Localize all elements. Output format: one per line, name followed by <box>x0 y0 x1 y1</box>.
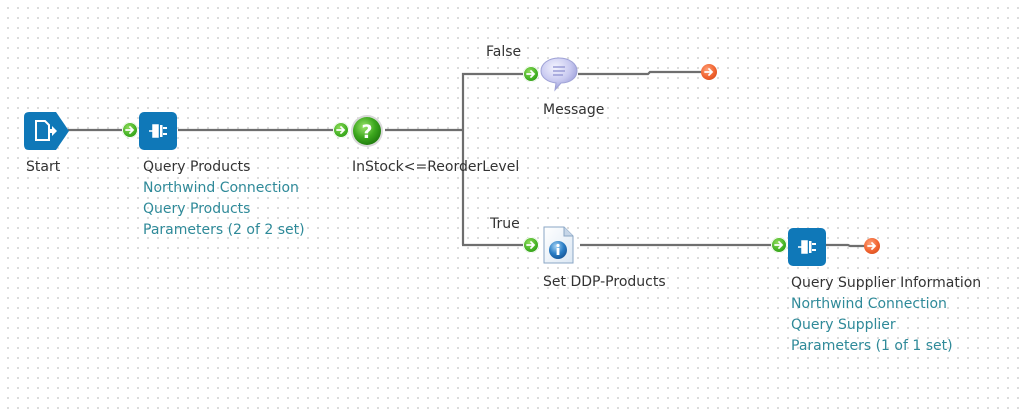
query-supplier-connection[interactable]: Northwind Connection <box>791 296 947 312</box>
query-products-parameters[interactable]: Parameters (2 of 2 set) <box>143 222 305 238</box>
start-node[interactable] <box>24 112 70 150</box>
arrow-right-icon <box>125 126 135 134</box>
svg-text:?: ? <box>361 121 372 143</box>
query-supplier-parameters[interactable]: Parameters (1 of 1 set) <box>791 338 953 354</box>
arrow-right-icon <box>867 242 877 250</box>
arrow-right-icon <box>704 68 714 76</box>
query-supplier-label: Query Supplier Information Northwind Con… <box>791 273 981 357</box>
set-ddp-title: Set DDP-Products <box>543 274 666 290</box>
set-ddp-input-port[interactable] <box>523 237 539 253</box>
start-document-icon <box>24 112 69 150</box>
true-branch-label: True <box>490 216 520 232</box>
query-products-input-port[interactable] <box>122 122 138 138</box>
info-document-icon <box>543 226 574 264</box>
false-branch-label: False <box>486 44 522 60</box>
query-supplier-input-port[interactable] <box>771 237 787 253</box>
start-node-title: Start <box>26 159 61 175</box>
connector-plug-icon <box>149 124 167 138</box>
set-ddp-node[interactable] <box>541 226 575 264</box>
message-end-port[interactable] <box>701 64 717 80</box>
message-node[interactable] <box>539 56 579 92</box>
query-products-connection[interactable]: Northwind Connection <box>143 180 299 196</box>
decision-title: InStock<=ReorderLevel <box>352 159 520 175</box>
query-supplier-query[interactable]: Query Supplier <box>791 317 896 333</box>
query-products-label: Query Products Northwind Connection Quer… <box>143 157 305 241</box>
speech-bubble-icon <box>540 57 578 92</box>
arrow-right-icon <box>526 241 536 249</box>
decision-node[interactable]: ? <box>350 114 384 148</box>
connector-message-to-end <box>578 70 702 76</box>
query-supplier-end-port[interactable] <box>864 238 880 254</box>
query-products-query[interactable]: Query Products <box>143 201 251 217</box>
connector-plug-icon <box>798 240 816 254</box>
arrow-right-icon <box>526 70 536 78</box>
query-supplier-node[interactable] <box>788 228 826 266</box>
query-supplier-title: Query Supplier Information <box>791 275 982 291</box>
message-title: Message <box>543 102 605 118</box>
decision-input-port[interactable] <box>333 122 349 138</box>
query-products-title: Query Products <box>143 159 251 175</box>
connector-query-supplier-to-end <box>826 243 866 248</box>
arrow-right-icon <box>774 241 784 249</box>
query-products-node[interactable] <box>139 112 177 150</box>
arrow-right-icon <box>336 126 346 134</box>
question-mark-icon: ? <box>351 115 383 147</box>
message-input-port[interactable] <box>523 66 539 82</box>
